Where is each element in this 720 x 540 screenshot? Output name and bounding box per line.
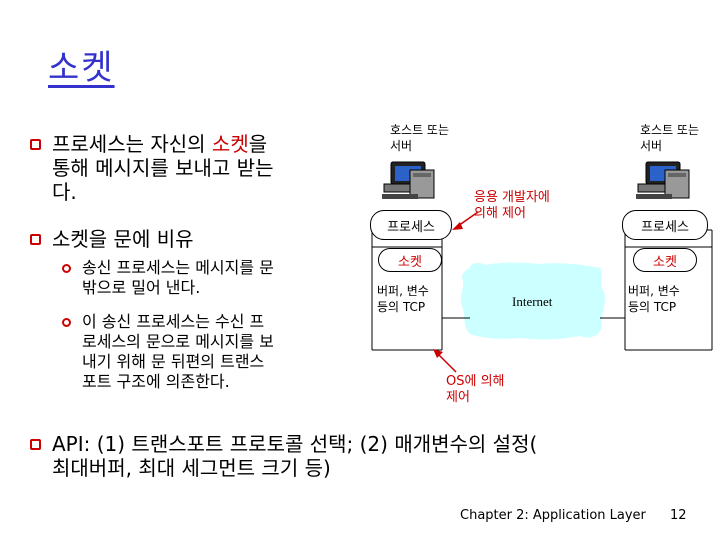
right-tcp-line1: 버퍼, 변수 xyxy=(628,284,680,298)
left-host-line2: 서버 xyxy=(390,139,413,153)
right-host-label: 호스트 또는 서버 xyxy=(640,122,718,154)
dev-control-line2: 의해 제어 xyxy=(474,206,526,221)
bullet-2-text: 소켓을 문에 비유 xyxy=(52,227,194,251)
os-arrow-head xyxy=(433,349,443,358)
bullet-1-text-b: 을 xyxy=(248,132,268,156)
left-computer-icon xyxy=(382,161,435,199)
sub-bullet-1-line1: 송신 프로세스는 메시지를 문 xyxy=(82,258,274,277)
bullet-square-icon xyxy=(30,439,41,450)
left-socket: 소켓 xyxy=(378,248,442,272)
left-host-label: 호스트 또는 서버 xyxy=(390,122,449,154)
sub-bullet-2: 이 송신 프로세스는 수신 프 로세스의 문으로 메시지를 보 내기 위해 문 … xyxy=(62,312,352,392)
bullet-1-text-a: 프로세스는 자신의 xyxy=(52,132,212,156)
sub-bullet-2-line1: 이 송신 프로세스는 수신 프 xyxy=(82,312,265,331)
os-control-line1: OS에 의해 xyxy=(446,374,505,389)
sub-bullet-1: 송신 프로세스는 메시지를 문 밖으로 밀어 낸다. xyxy=(62,258,352,298)
right-socket: 소켓 xyxy=(633,248,697,272)
left-tcp-line2: 등의 TCP xyxy=(377,300,426,314)
sub-bullet-1-line2: 밖으로 밀어 낸다. xyxy=(82,278,201,297)
page-title: 소켓 xyxy=(48,48,115,88)
footer-page-number: 12 xyxy=(670,508,687,523)
os-control-label: OS에 의해 제어 xyxy=(446,374,505,406)
left-process-oval: 프로세스 xyxy=(370,210,452,240)
sub-bullet-2-line2: 로세스의 문으로 메시지를 보 xyxy=(82,332,274,351)
left-host-line1: 호스트 또는 xyxy=(390,123,450,137)
dev-control-label: 응용 개발자에 의해 제어 xyxy=(474,190,550,222)
right-computer-icon xyxy=(636,161,690,199)
bullet-3-line2: 최대버퍼, 최대 세그먼트 크기 등) xyxy=(52,456,331,480)
bullet-1-line3: 다. xyxy=(52,180,77,204)
bullet-3: API: (1) 트랜스포트 프로토콜 선택; (2) 매개변수의 설정( 최대… xyxy=(30,432,710,480)
bullet-1: 프로세스는 자신의 소켓을 통해 메시지를 보내고 받는 다. xyxy=(30,132,350,204)
internet-cloud-shape xyxy=(460,262,606,340)
bullet-circle-icon xyxy=(62,318,71,327)
right-tcp-line2: 등의 TCP xyxy=(628,300,677,314)
sub-bullet-2-line3: 내기 위해 문 뒤편의 트랜스 xyxy=(82,352,265,371)
dev-arrow-head xyxy=(452,222,463,230)
bullet-square-icon xyxy=(30,139,41,150)
left-tcp-line1: 버퍼, 변수 xyxy=(377,284,429,298)
right-host-line1: 호스트 또는 xyxy=(640,123,700,137)
os-arrow-line xyxy=(437,353,457,373)
bullet-3-line1: API: (1) 트랜스포트 프로토콜 선택; (2) 매개변수의 설정( xyxy=(52,432,538,456)
bullet-1-highlight: 소켓 xyxy=(211,132,249,156)
internet-label: Internet xyxy=(512,294,553,309)
bullet-2: 소켓을 문에 비유 xyxy=(30,227,350,251)
bullet-circle-icon xyxy=(62,264,71,273)
left-tcp-label: 버퍼, 변수 등의 TCP xyxy=(377,283,429,315)
bullet-square-icon xyxy=(30,234,41,245)
right-process-oval: 프로세스 xyxy=(622,210,708,240)
right-tcp-label: 버퍼, 변수 등의 TCP xyxy=(628,283,680,315)
sub-bullet-2-line4: 포트 구조에 의존한다. xyxy=(82,372,230,391)
os-control-line2: 제어 xyxy=(446,390,470,405)
bullet-1-line2: 통해 메시지를 보내고 받는 xyxy=(52,156,274,180)
right-host-line2: 서버 xyxy=(640,139,663,153)
dev-arrow-line xyxy=(457,211,479,227)
footer-chapter: Chapter 2: Application Layer xyxy=(460,508,646,523)
dev-control-line1: 응용 개발자에 xyxy=(474,190,550,205)
